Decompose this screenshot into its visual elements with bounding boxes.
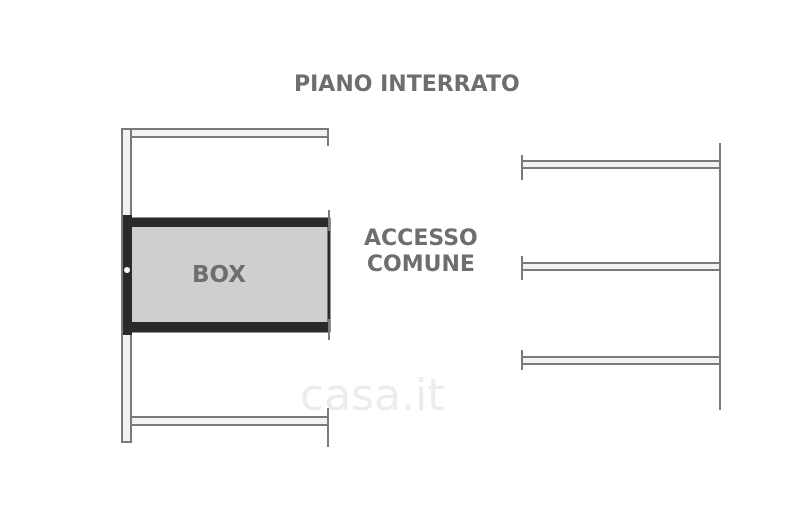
right-wall-1	[521, 160, 721, 169]
plan-title: PIANO INTERRATO	[294, 72, 520, 97]
right-wall-2	[521, 262, 721, 271]
box-bottom-wall	[126, 322, 329, 330]
left-top-wall	[130, 128, 329, 138]
box-door-marker	[124, 267, 130, 273]
box-left-wall	[123, 215, 132, 335]
box-top-wall	[126, 219, 329, 227]
right-wall-3	[521, 356, 721, 365]
common-access-label: ACCESSO COMUNE	[364, 226, 478, 278]
left-bottom-wall	[130, 416, 329, 426]
common-access-line-1: ACCESSO	[364, 226, 478, 251]
common-access-line-2: COMUNE	[366, 252, 475, 277]
watermark-logo: casa.it	[300, 370, 445, 421]
box-label: BOX	[192, 262, 246, 288]
